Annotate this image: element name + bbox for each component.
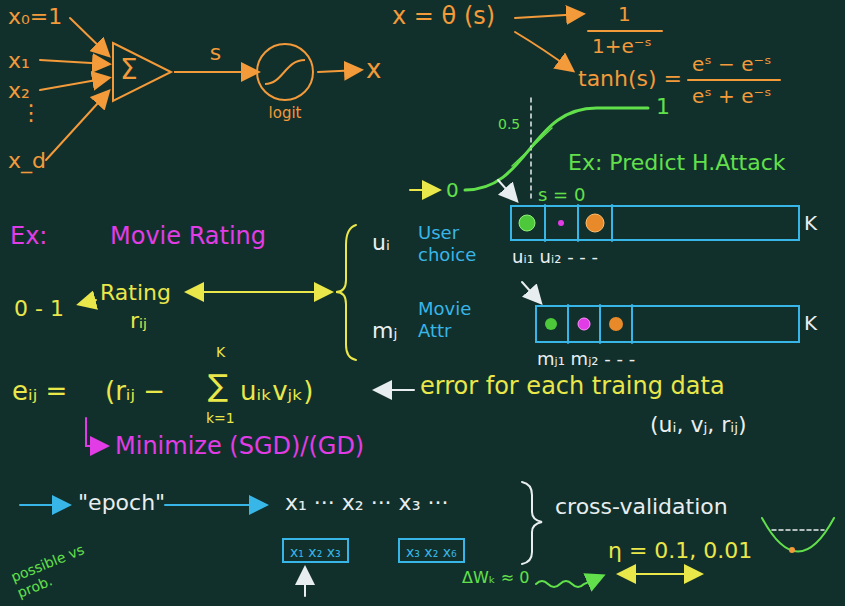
formula: eˢ − e⁻ˢ — [692, 52, 772, 76]
symbol: mⱼ — [372, 318, 397, 344]
sequence: x₁ ··· x₂ ··· x₃ ··· — [285, 490, 448, 516]
equation: uᵢₖvⱼₖ) — [240, 376, 313, 407]
summation-triangle — [110, 40, 174, 104]
formula: 1 — [618, 2, 631, 26]
node-text: x₃ x₂ x₆ — [406, 544, 457, 561]
axis-label: 0 — [446, 178, 459, 202]
edge-label: s — [208, 40, 223, 66]
parameter: η = 0.1, 0.01 — [608, 538, 752, 564]
node-text: K — [804, 211, 817, 235]
example-heading: Movie Rating — [110, 222, 266, 251]
side-note: possible vs prob. — [9, 540, 96, 601]
formula: 1+e⁻ˢ — [592, 34, 652, 58]
logit-circle — [255, 40, 315, 104]
vector-entries: mⱼ₁ mⱼ₂ - - - — [537, 348, 635, 370]
node-text: K — [804, 311, 817, 335]
example-heading: Ex: — [10, 222, 47, 251]
symbol: uᵢ — [372, 230, 390, 256]
example-note: Ex: Predict H.Attack — [568, 150, 785, 176]
equation: K — [216, 344, 225, 361]
vector-entries: uᵢ₁ uᵢ₂ - - - — [512, 246, 598, 268]
node-text: logit — [255, 104, 315, 122]
axis-label: 0.5 — [498, 116, 520, 133]
batch-box: x₁ x₂ x₃ — [282, 538, 349, 563]
node-text: Σ — [120, 53, 138, 87]
note: cross-validation — [555, 494, 728, 520]
note: User choice — [418, 222, 488, 265]
batch-box: x₃ x₂ x₆ — [398, 538, 465, 563]
formula: x = θ (s) — [392, 2, 495, 31]
output-label: x — [366, 54, 381, 85]
user-vector: K — [510, 205, 800, 241]
note: Rating — [100, 280, 171, 306]
input-label: ⋮ — [20, 100, 42, 126]
axis-label: s = 0 — [538, 184, 585, 206]
logit-unit: logit — [255, 40, 315, 130]
equation: (rᵢⱼ − — [105, 376, 165, 407]
note: "epoch" — [78, 490, 165, 516]
input-label: x₁ — [8, 48, 30, 74]
note: error for each traing data — [420, 372, 725, 401]
note: Minimize (SGD)/(GD) — [115, 432, 364, 461]
axis-label: 1 — [656, 94, 670, 120]
equation: eᵢⱼ = — [12, 376, 67, 407]
input-label: x_d — [8, 148, 46, 174]
input-label: x₀=1 — [8, 4, 62, 30]
node-text: x₁ x₂ x₃ — [290, 544, 341, 561]
note: ΔWₖ ≈ 0 — [462, 568, 529, 587]
signal-arrow — [174, 71, 257, 73]
summation-node: Σ — [110, 40, 174, 104]
movie-vector: K — [535, 305, 800, 343]
note: (uᵢ, vⱼ, rᵢⱼ) — [650, 412, 747, 438]
note: 0 - 1 — [14, 296, 64, 322]
formula: eˢ + e⁻ˢ — [692, 84, 772, 108]
formula: tanh(s) = — [578, 66, 682, 92]
note: Movie Attr — [418, 298, 490, 341]
equation: k=1 — [206, 410, 235, 427]
symbol: rᵢⱼ — [130, 308, 147, 334]
equation: ∑ — [208, 368, 228, 404]
